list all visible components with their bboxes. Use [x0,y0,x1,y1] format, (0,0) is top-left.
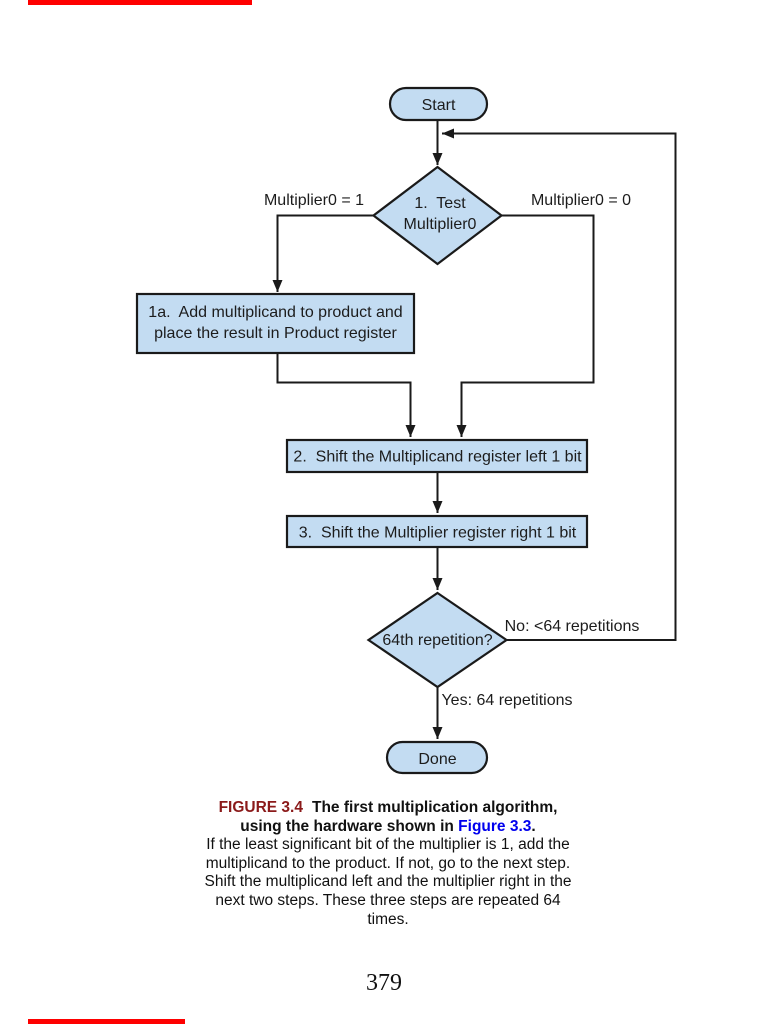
edge-label-no: No: <64 repetitions [505,618,640,635]
edge-loop-back [442,128,677,641]
caption-title-part1: The first multiplication algorithm, [311,799,558,816]
page-number: 379 [366,970,402,996]
caption-title-part2: using the hardware shown in [240,817,459,835]
edge-label-yes: Yes: 64 repetitions [441,692,572,709]
caption-body-line: Shift the multiplicand left and the mult… [204,873,572,891]
node-repetition-label: 64th repetition? [382,632,492,649]
edge-label-multiplier0-is-0: Multiplier0 = 0 [531,192,631,209]
scan-artifact-bottom [28,1019,185,1024]
figure-number-label: FIGURE 3.4 [218,799,303,816]
node-test-label-line2: Multiplier0 [404,216,477,233]
node-done-label: Done [418,751,456,768]
node-64th-repetition [366,591,509,689]
node-shift-multiplier-label: 3. Shift the Multiplier register right 1… [299,525,577,542]
figure-caption: FIGURE 3.4 The first multiplication algor… [114,799,662,929]
edge-test-to-add [272,214,374,292]
node-test-label-line1: 1. Test [414,195,466,212]
caption-heading-line1: FIGURE 3.4 The first multiplication algor… [114,799,662,818]
node-shift-multiplicand-label: 2. Shift the Multiplicand register left … [293,449,582,466]
node-add-label-line2: place the result in Product register [154,325,397,342]
node-test-multiplier0 [371,165,504,266]
node-add-label-line1: 1a. Add multiplicand to product and [148,304,402,321]
scan-artifact-top [28,0,252,5]
node-start-label: Start [422,97,456,114]
node-shift-multiplier-right [285,514,589,549]
node-done [385,740,489,775]
edge-add-to-shift-left [276,353,416,437]
caption-body-line: multiplicand to the product. If not, go … [205,854,571,872]
edge-test-to-shift-left [456,214,595,437]
caption-heading-line2: using the hardware shown in Figure 3.3. [114,818,662,837]
caption-body-line: If the least significant bit of the mult… [206,836,570,854]
caption-body-line: times. [367,910,409,928]
edge-label-multiplier0-is-1: Multiplier0 = 1 [264,192,364,209]
node-shift-multiplicand-left [285,438,589,474]
figure-3-3-link[interactable]: Figure 3.3 [458,817,532,835]
caption-body-line: next two steps. These three steps are re… [215,891,561,909]
caption-title-period: . [531,817,536,835]
multiplication-algorithm-flowchart: Start 1. Test Multiplier0 1a. Add multip… [135,86,677,775]
node-add-multiplicand [135,292,416,355]
node-start [388,86,489,122]
